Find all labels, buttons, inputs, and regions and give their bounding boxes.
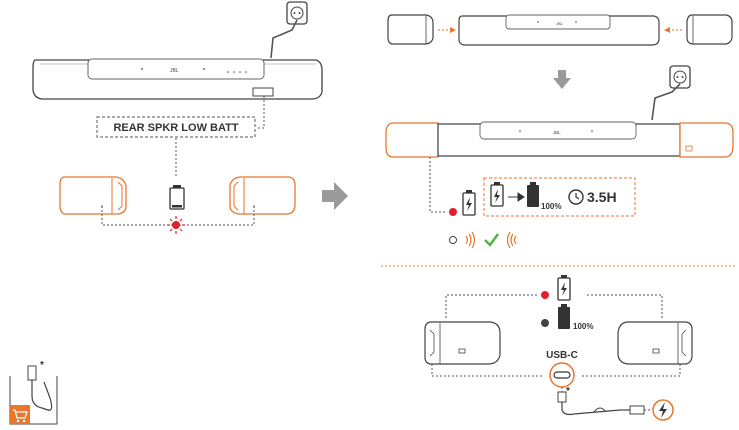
svg-text:JBL: JBL [556,21,564,26]
soundbar-assembled: JBL [385,121,734,158]
power-charge-icon [652,399,674,421]
right-rear-speaker [229,176,296,215]
next-step-arrow-icon [322,182,348,210]
usb-c-port-icon [549,362,575,388]
footnote-mark-left: * [40,360,44,371]
red-led-icon [449,208,457,216]
battery-full-icon [527,182,539,207]
signal-waves-in-icon [506,231,517,249]
callout-label: REAR SPKR LOW BATT [113,122,238,134]
left-rear-speaker-charging [424,321,501,365]
soundbar-main: JBL [32,58,323,100]
battery-charging-icon-2 [557,275,571,301]
battery-charging-icon [462,190,476,216]
footnote-mark-right: * [566,386,570,397]
usb-cable-icon [557,391,645,416]
left-rear-speaker [59,176,127,215]
right-rear-speaker-attach [686,14,733,45]
power-cord [270,19,298,59]
battery-full-icon-2 [558,304,570,329]
signal-waves-out-icon [465,231,476,249]
red-led-charging-icon [541,291,549,299]
runtime-label: 3.5H [587,189,617,205]
battery-charging-small-icon [490,182,504,207]
led-dark-icon [541,319,549,327]
power-cord-right [651,83,681,121]
callout-box [96,116,256,138]
battery-low-icon [169,185,185,210]
wall-outlet-icon-right [669,65,691,89]
svg-text:JBL: JBL [170,68,179,74]
battery-full-percent: 100% [541,202,561,211]
usb-cable-accessory-icon: * [9,360,58,425]
arrow-right-icon [508,192,525,202]
wall-outlet-icon [286,1,308,25]
left-rear-speaker-attach [387,14,434,45]
red-led-flashing-icon [167,216,185,234]
cart-icon [10,405,30,424]
checkmark-icon [484,233,499,247]
soundbar-top: JBL [458,14,660,46]
clock-icon [568,189,584,205]
led-off-icon [449,236,457,244]
down-arrow-icon [553,70,571,89]
svg-text:JBL: JBL [553,130,561,135]
battery-full-percent-2: 100% [573,322,593,331]
right-rear-speaker-charging [617,321,693,365]
usb-label: USB-C [546,350,578,361]
